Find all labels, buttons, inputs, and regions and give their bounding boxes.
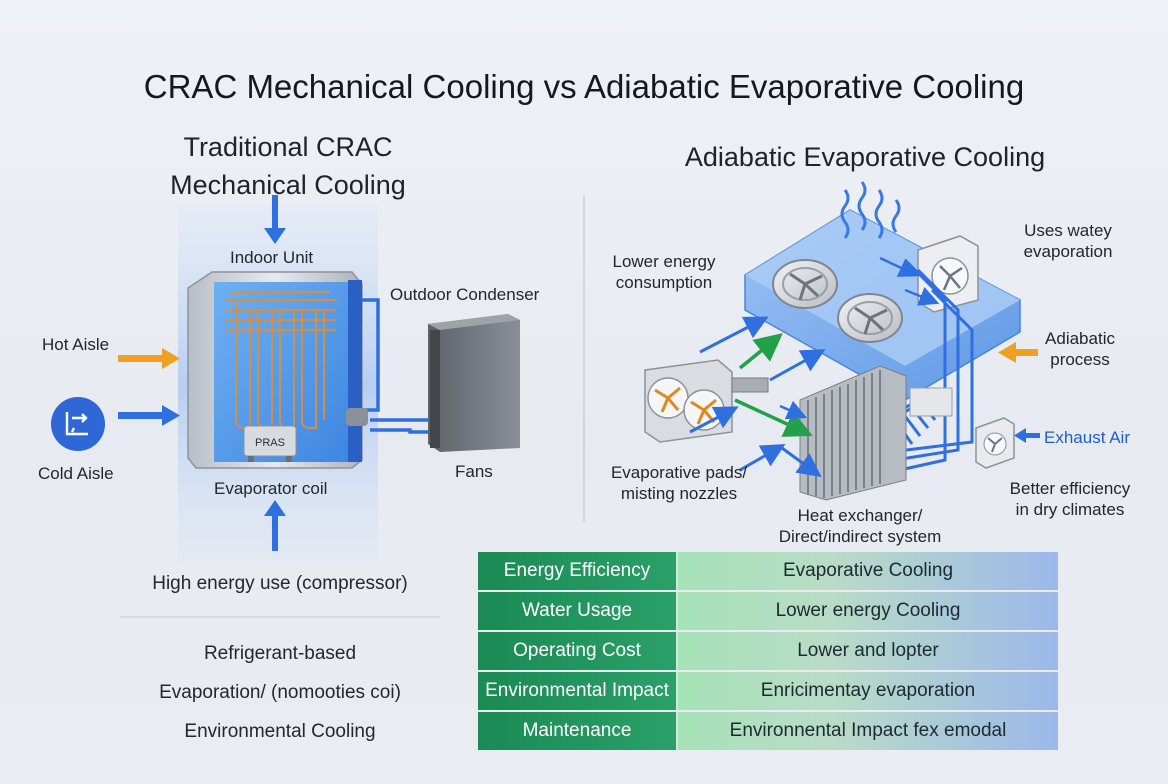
note-environmental: Environmental Cooling [184,721,376,742]
table-row: Energy Efficiency Evaporative Cooling [478,552,1058,592]
lower-energy-label: Lower energy consumption [596,251,732,293]
row-value: Enricimentay evaporation [678,672,1058,710]
up-arrow-bottom [264,500,286,551]
left-section-title: Traditional CRAC Mechanical Cooling [128,128,448,204]
table-row: Operating Cost Lower and lopter [478,632,1058,672]
page-title: CRAC Mechanical Cooling vs Adiabatic Eva… [143,68,1025,105]
heat-exchanger-label: Heat exchanger/ Direct/indirect system [760,505,960,547]
better-line2: in dry climates [1015,500,1125,519]
evaporative-pad-fans [644,359,769,443]
row-value: Lower energy Cooling [678,592,1058,630]
table-row: Environmental Impact Enricimentay evapor… [478,672,1058,712]
row-key: Energy Efficiency [478,552,678,590]
row-value: Lower and lopter [678,632,1058,670]
row-key: Water Usage [478,592,678,630]
row-key: Operating Cost [478,632,678,670]
outdoor-condenser-label: Outdoor Condenser [390,285,540,304]
evaporative-pads-label: Evaporative pads/ misting nozzles [596,462,762,504]
pads-line2: misting nozzles [620,484,738,503]
hx-line1: Heat exchanger/ [797,506,923,525]
fans-label: Fans [455,462,493,481]
air-flow-arrows [689,256,940,478]
table-row: Maintenance Environnental Impact fex emo… [478,712,1058,752]
row-value: Evaporative Cooling [678,552,1058,590]
better-line1: Better efficiency [1009,479,1131,498]
adiabatic-arrow [998,342,1038,363]
adiabatic-line1: Adiabatic [1045,329,1115,348]
cold-aisle-arrow [118,405,180,426]
vapor-icon [840,181,901,239]
compressor-label: PRAS [255,437,285,449]
row-key: Maintenance [478,712,678,750]
note-refrigerant: Refrigerant-based [203,643,357,664]
right-section-title: Adiabatic Evaporative Cooling [684,142,1046,172]
better-efficiency-label: Better efficiency in dry climates [992,478,1148,520]
lower-energy-line2: consumption [615,273,713,292]
indoor-unit: PRAS [187,271,363,469]
comparison-table: Energy Efficiency Evaporative Cooling Wa… [478,552,1058,752]
left-title-line1: Traditional CRAC [183,132,393,162]
heat-exchanger [799,365,953,501]
note-high-energy: High energy use (compressor) [152,573,408,594]
down-arrow-top [264,195,286,244]
table-row: Water Usage Lower energy Cooling [478,592,1058,632]
row-value: Environnental Impact fex emodal [678,712,1058,750]
pipe-connector [346,408,368,426]
exhaust-fan-icon [975,417,1015,469]
hx-line2: Direct/indirect system [778,527,942,546]
lower-energy-line1: Lower energy [612,252,716,271]
cold-aisle-label: Cold Aisle [38,464,114,483]
plate-fan-2-icon [837,293,903,343]
indoor-unit-label: Indoor Unit [230,248,314,267]
plate-fan-1-icon [772,259,838,309]
hot-aisle-label: Hot Aisle [42,335,110,354]
uses-water-label: Uses watey evaporation [1008,220,1128,262]
adiabatic-line2: process [1050,350,1110,369]
evaporator-coil-label: Evaporator coil [214,479,328,498]
adiabatic-process-label: Adiabatic process [1030,328,1130,370]
note-evaporation: Evaporation/ (nomooties coi) [159,682,401,703]
exhaust-air-label: Exhaust Air [1044,428,1130,447]
outdoor-condenser [428,314,520,452]
hot-aisle-arrow [118,348,180,369]
cold-aisle-icon [51,397,105,451]
uses-water-line2: evaporation [1023,242,1113,261]
row-key: Environmental Impact [478,672,678,710]
pads-line1: Evaporative pads/ [610,463,748,482]
left-title-line2: Mechanical Cooling [170,170,406,200]
exhaust-arrow [1014,428,1040,443]
uses-water-line1: Uses watey [1024,221,1112,240]
